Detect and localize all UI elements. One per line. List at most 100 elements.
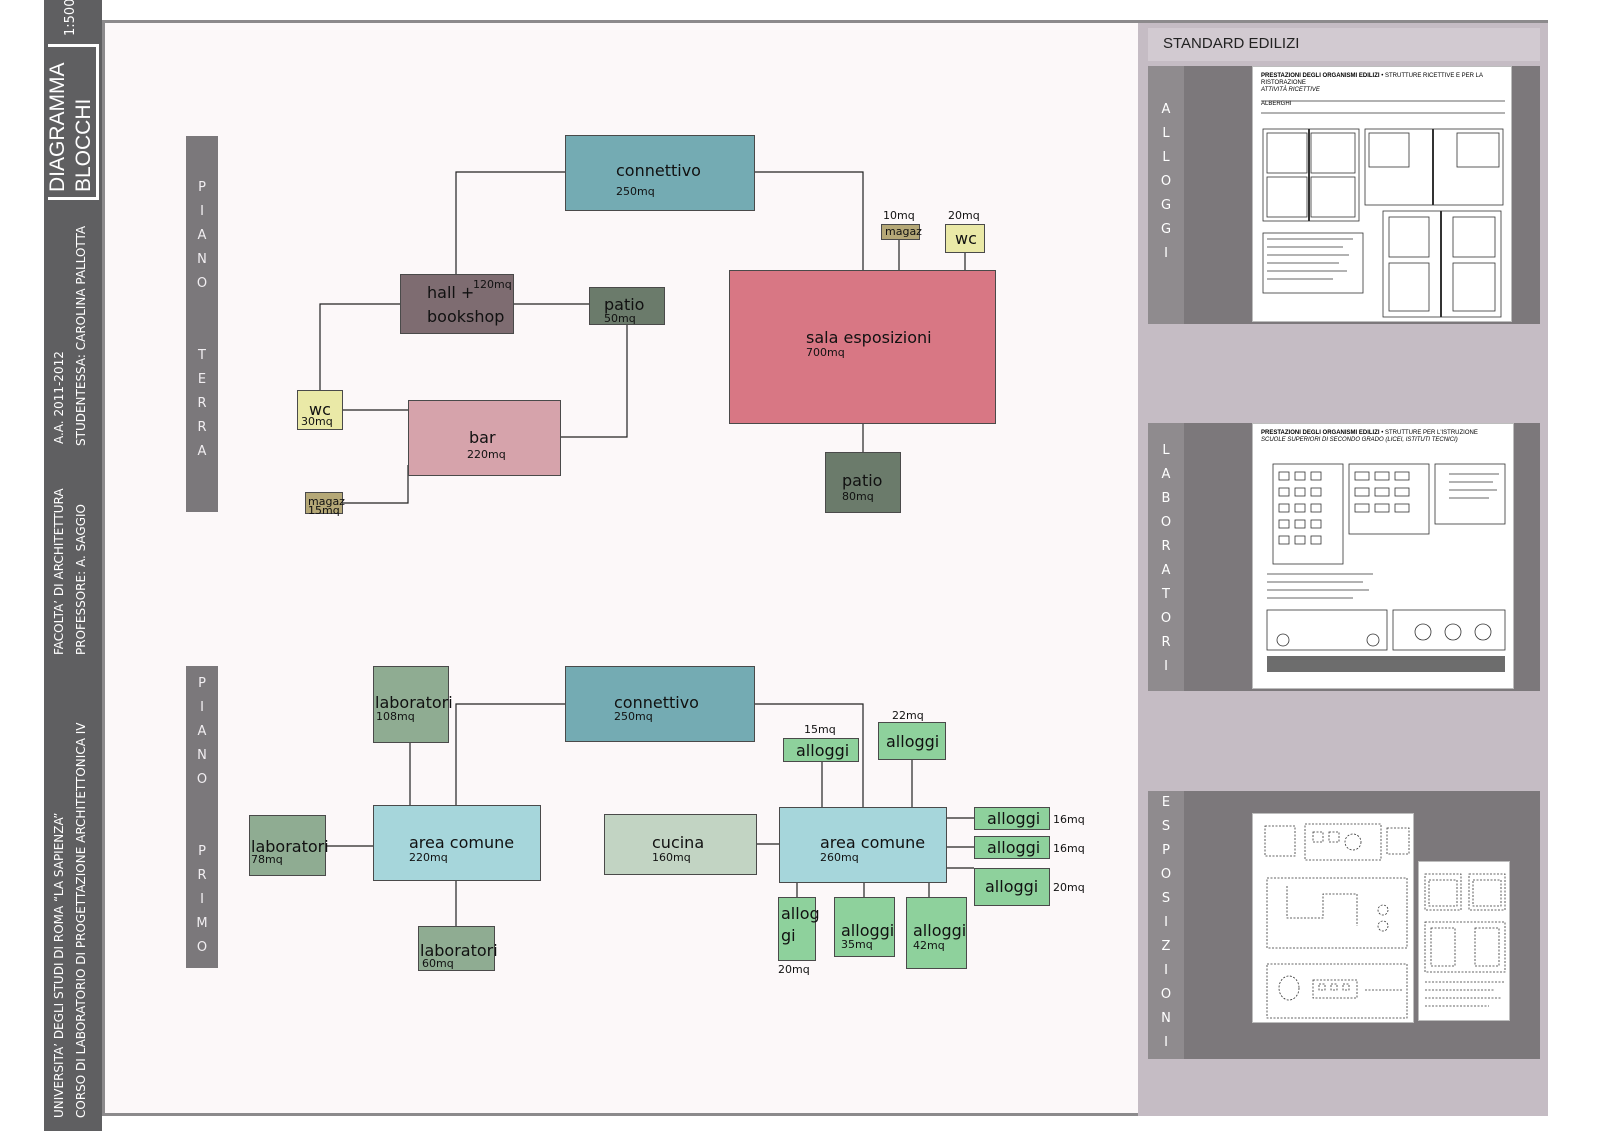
block-alloggi-r1: alloggi (974, 807, 1050, 830)
floor-letter: A (197, 228, 207, 243)
title-band: 1:500 DIAGRAMMA BLOCCHI FACOLTA’ DI ARCH… (44, 0, 102, 1131)
floor-letter: I (200, 700, 204, 715)
block-area: 220mq (467, 448, 506, 461)
block-magaz-top: magaz (881, 224, 922, 240)
row-letter: R (1161, 539, 1171, 554)
sheet-title: PRESTAZIONI DEGLI ORGANISMI EDILIZI (1261, 430, 1380, 436)
row-letter: O (1160, 611, 1172, 626)
block-name: laboratori (375, 693, 453, 712)
block-name: alloggi (841, 921, 895, 940)
row-letter: A (1161, 563, 1171, 578)
standards-title: STANDARD EDILIZI (1148, 28, 1540, 61)
block-patio-small: patio 50mq (589, 287, 665, 325)
floor-letter: M (196, 916, 208, 931)
block-area: 120mq (473, 278, 512, 291)
row-letter: L (1162, 126, 1170, 141)
block-area: 108mq (376, 710, 415, 723)
row-letter: O (1160, 987, 1172, 1002)
block-area: 700mq (806, 346, 845, 359)
alloggi-r3-area: 20mq (1053, 881, 1085, 894)
block-name: sala esposizioni (806, 328, 932, 347)
block-name: alloggi (913, 921, 967, 940)
block-alloggi-r3: alloggi (974, 868, 1050, 906)
row-letter: G (1160, 222, 1172, 237)
sheet-subtitle: • STRUTTURE PER L'ISTRUZIONE (1381, 430, 1478, 436)
row-letter: Z (1161, 939, 1171, 954)
floor-letter: R (197, 420, 207, 435)
block-wc-ground: wc 30mq (297, 390, 343, 430)
floor-letter: P (198, 844, 206, 859)
block-name: cucina (652, 833, 705, 852)
block-cucina: cucina 160mq (604, 814, 757, 875)
alloggi-22-area: 22mq (892, 709, 924, 722)
block-area-comune-right: area comune 260mq (779, 807, 947, 883)
row-letters: A L L O G G I (1148, 66, 1184, 324)
block-name: patio (842, 471, 883, 490)
block-area: 250mq (614, 710, 653, 723)
alloggi-r2-area: 16mq (1053, 842, 1085, 855)
row-letter: S (1161, 819, 1171, 834)
title-separator-bottom (48, 197, 98, 200)
block-name: magaz (308, 495, 345, 508)
block-area: 80mq (842, 490, 874, 503)
block-patio-big: patio 80mq (825, 452, 901, 513)
standards-row-alloggi: A L L O G G I PRESTAZIONI DEGLI ORGANISM… (1148, 66, 1540, 324)
block-laboratori-left: laboratori 78mq (249, 815, 329, 876)
plan-sheet-esposizioni (1252, 813, 1414, 1023)
block-area-comune-left: area comune 220mq (373, 805, 541, 881)
block-name: bar (469, 428, 496, 447)
line-connettivo-area-left (455, 703, 565, 805)
floor-letter: T (198, 348, 206, 363)
line-hall-wc (319, 303, 400, 390)
block-name: connettivo (614, 693, 699, 712)
block-area: 250mq (616, 185, 655, 198)
plan-sheet-laboratori: PRESTAZIONI DEGLI ORGANISMI EDILIZI • ST… (1252, 423, 1514, 689)
floor-letter: E (197, 372, 207, 387)
plan-sheet-alloggi: PRESTAZIONI DEGLI ORGANISMI EDILIZI • ST… (1252, 66, 1512, 322)
floor-strip-ground: P I A N O T E R R A (186, 136, 218, 512)
plan-sheet-esposizioni-2 (1418, 861, 1510, 1021)
floor-letter: I (200, 892, 204, 907)
block-connettivo-first: connettivo 250mq (565, 666, 755, 742)
sheet-section: ALBERGHI (1261, 101, 1292, 107)
block-name: gi (781, 926, 796, 945)
floor-letter: O (196, 276, 208, 291)
row-letter: S (1161, 891, 1171, 906)
scale-separator (48, 44, 98, 47)
block-alloggi-b3: alloggi 42mq (906, 897, 967, 969)
block-name: connettivo (616, 161, 701, 180)
row-letters: L A B O R A T O R I (1148, 423, 1184, 691)
block-name: allog (781, 904, 820, 923)
line-connettivo-area-right (755, 703, 864, 807)
floor-letter: I (200, 204, 204, 219)
hotel-room-plans (1261, 100, 1505, 318)
row-letter: N (1161, 1011, 1171, 1026)
block-name: wc (955, 229, 977, 248)
floor-strip-first: P I A N O P R I M O (186, 666, 218, 968)
floor-letter: R (197, 868, 207, 883)
wc-top-area: 20mq (948, 209, 980, 222)
block-name: bookshop (427, 307, 505, 326)
standards-row-spacer (1148, 693, 1540, 789)
block-name: area comune (409, 833, 515, 852)
block-name: hall + (427, 283, 475, 302)
block-name: magaz (885, 225, 922, 238)
line-patio-bar (561, 325, 628, 438)
row-letter: E (1161, 795, 1171, 810)
block-name: area comune (820, 833, 926, 852)
line-magaz-bar (343, 465, 409, 504)
block-area: 220mq (409, 851, 448, 864)
block-wc-top: wc (945, 224, 985, 253)
magaz-top-area: 10mq (883, 209, 915, 222)
block-alloggi-b1: allog gi (778, 897, 820, 961)
row-letter: I (1164, 659, 1168, 674)
floor-letter: R (197, 396, 207, 411)
exhibition-plans-1 (1264, 823, 1410, 1019)
floor-letter: N (197, 748, 207, 763)
block-area: 60mq (422, 957, 454, 970)
floor-letter: N (197, 252, 207, 267)
block-area: 50mq (604, 312, 636, 325)
row-letter: T (1162, 587, 1170, 602)
row-letter: O (1160, 867, 1172, 882)
block-bar: bar 220mq (408, 400, 561, 476)
